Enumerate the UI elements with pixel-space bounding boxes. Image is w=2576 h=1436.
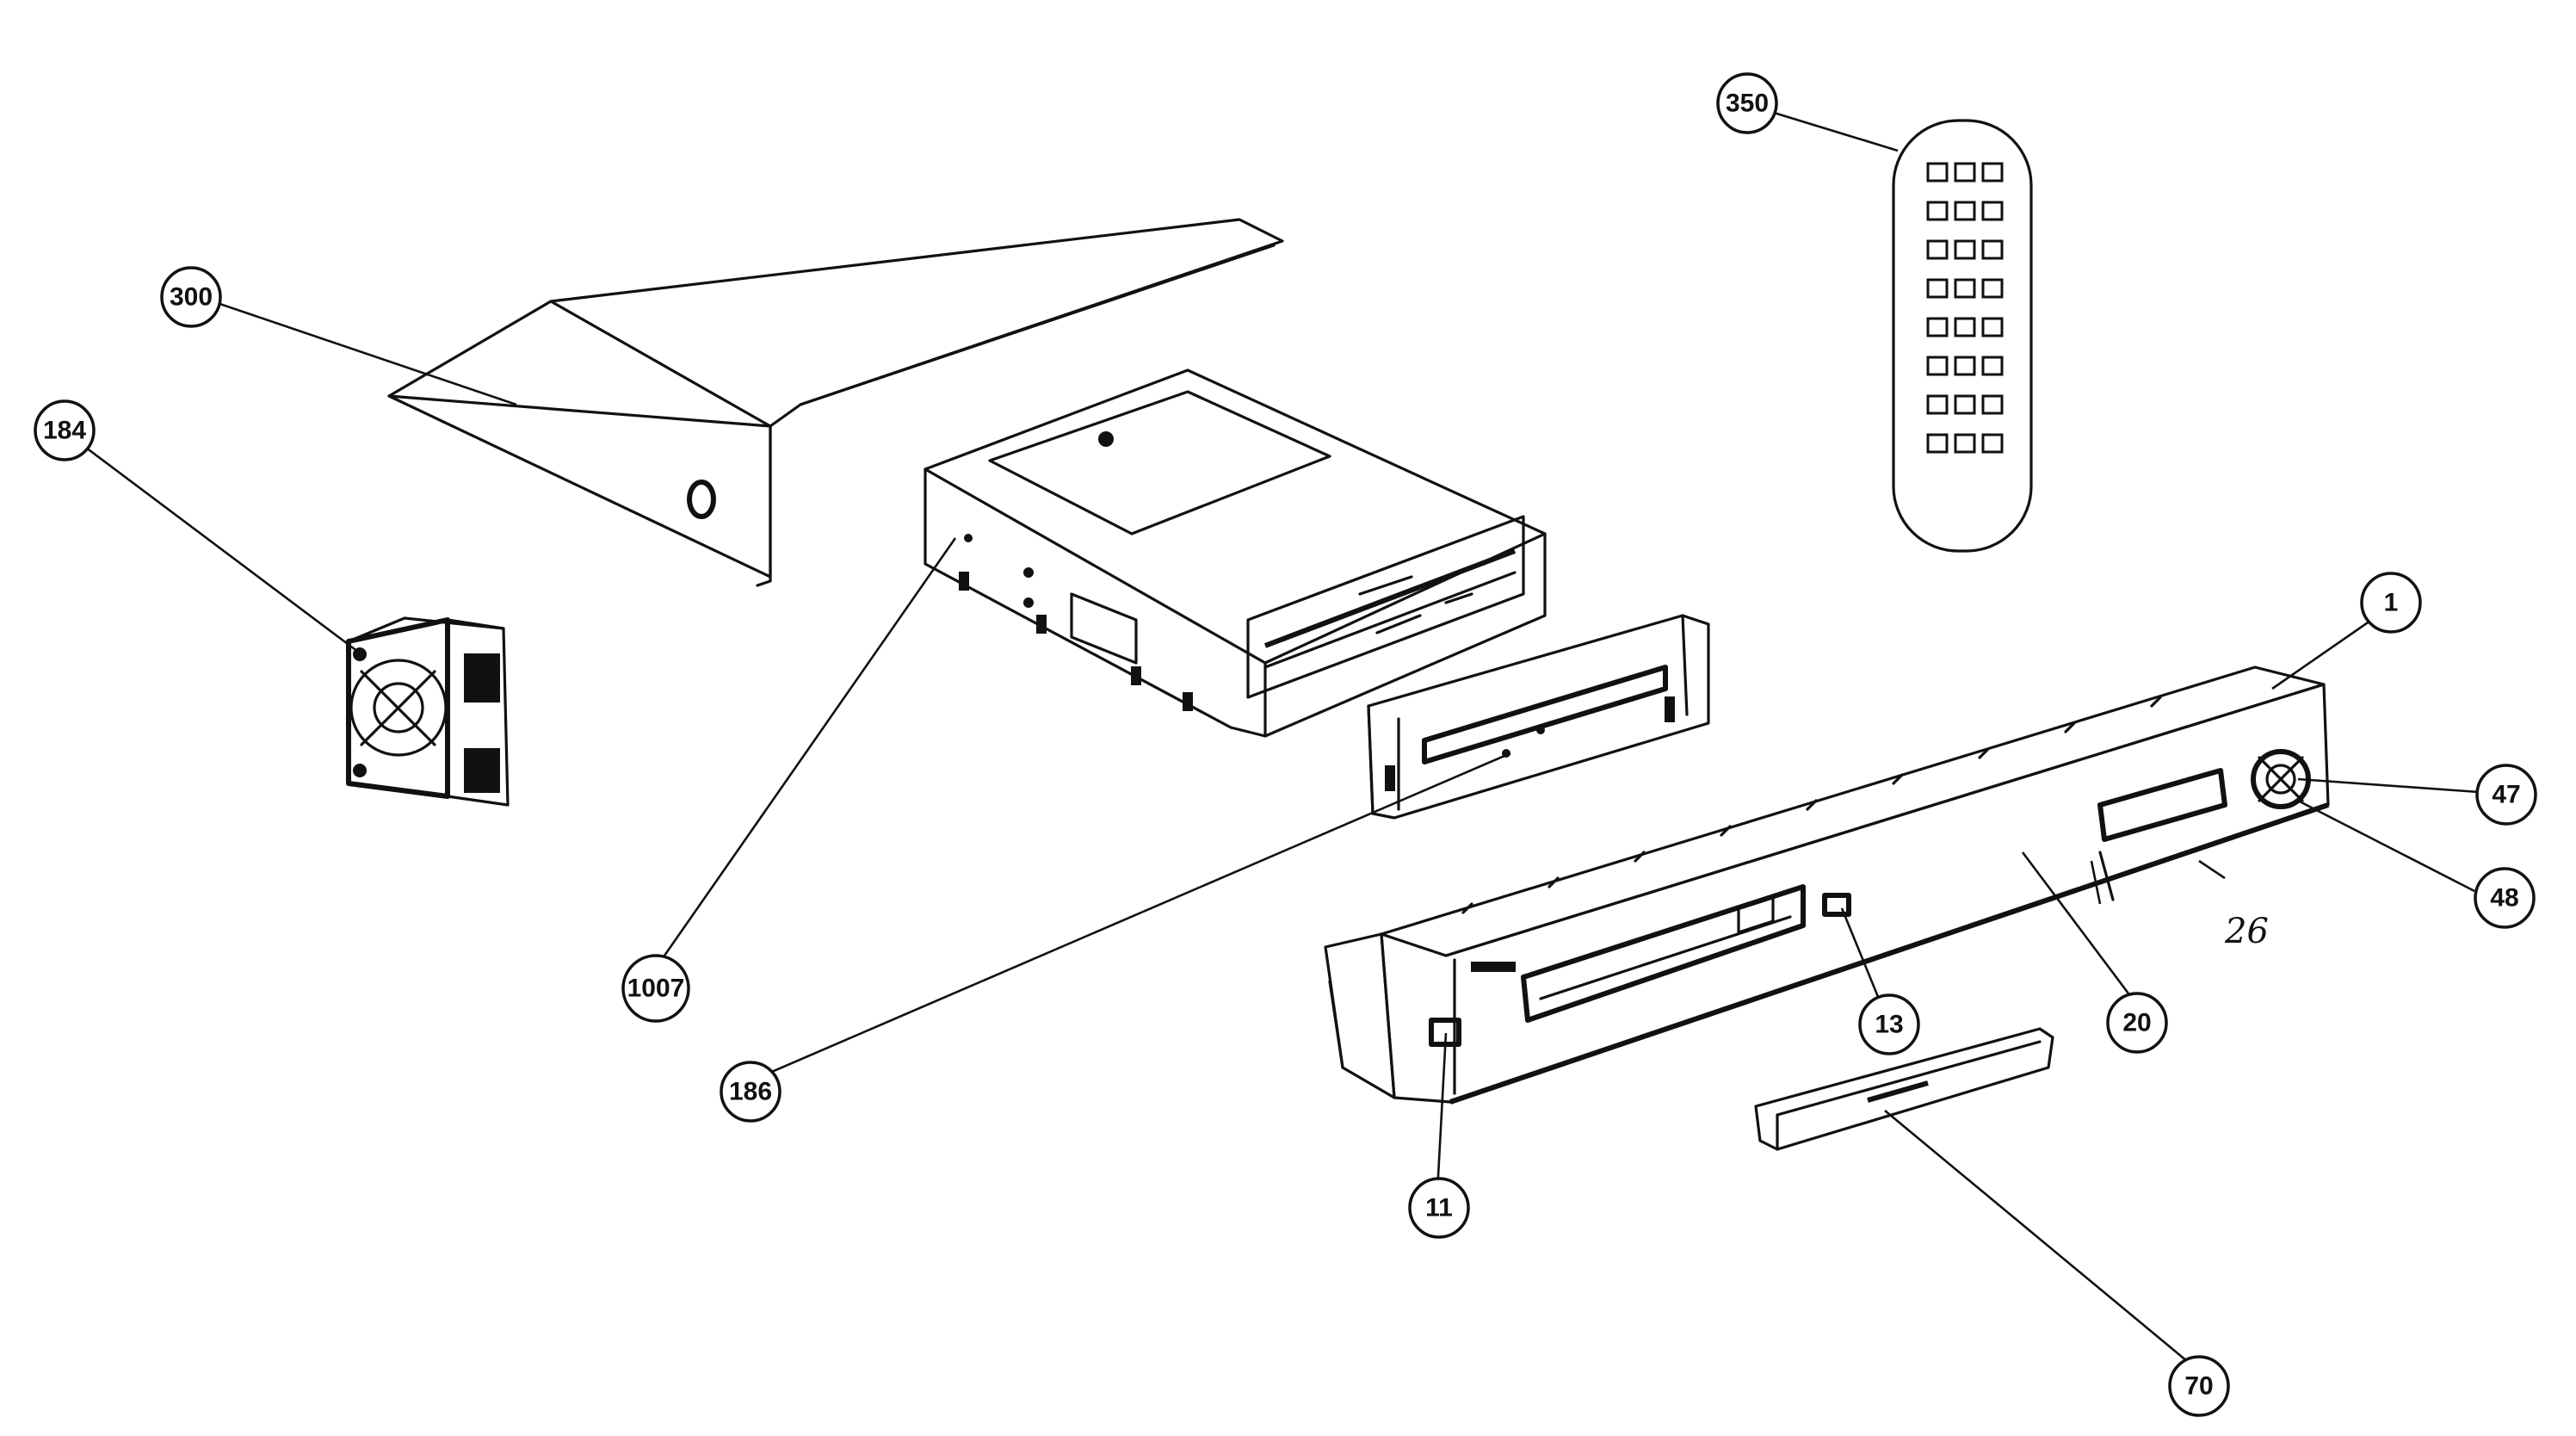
callout-1007: 1007 (621, 954, 690, 1023)
remote-keypad (1926, 162, 2004, 454)
leader-48 (2297, 799, 2475, 893)
callout-186-label: 186 (729, 1078, 772, 1106)
label-26: 26 (2224, 912, 2269, 951)
leader-70 (1884, 1109, 2197, 1371)
callout-300: 300 (160, 266, 222, 328)
callout-70-label: 70 (2184, 1372, 2213, 1401)
part-186-tray-front (1367, 614, 1710, 820)
callout-350: 350 (1716, 72, 1778, 134)
leader-13 (1840, 907, 1884, 1008)
leader-186 (761, 752, 1511, 1078)
leader-184 (68, 433, 362, 656)
callout-20: 20 (2106, 992, 2168, 1054)
leader-350 (1770, 110, 1899, 152)
leader-1 (2271, 610, 2385, 690)
part-300-top-cover (387, 218, 1284, 587)
callout-47: 47 (2475, 764, 2537, 826)
part-1-front-panel (1324, 665, 2330, 1105)
callout-48: 48 (2474, 867, 2536, 929)
callout-47-label: 47 (2492, 781, 2520, 809)
callout-1-label: 1 (2384, 589, 2399, 617)
part-350-remote-control (1892, 119, 2033, 553)
callout-1: 1 (2360, 572, 2422, 634)
callout-13: 13 (1858, 993, 1920, 1055)
leader-11 (1436, 1032, 1448, 1193)
callout-1007-label: 1007 (627, 975, 685, 1003)
part-70-display-strip (1754, 1027, 2054, 1151)
part-1007-drive-loader (924, 368, 1547, 738)
part-184-fan (346, 616, 510, 807)
leader-20 (2021, 851, 2140, 1008)
callout-13-label: 13 (1875, 1011, 1903, 1039)
leader-300 (199, 295, 517, 406)
leader-lines (68, 110, 2480, 1371)
callout-70: 70 (2168, 1355, 2230, 1417)
callout-20-label: 20 (2122, 1009, 2151, 1037)
callout-184-label: 184 (43, 417, 86, 445)
leader-1007 (663, 537, 957, 956)
leader-26 (2198, 859, 2226, 880)
callout-48-label: 48 (2490, 884, 2518, 913)
callout-11-label: 11 (1425, 1194, 1453, 1222)
callout-186: 186 (720, 1061, 781, 1123)
callout-11: 11 (1408, 1177, 1470, 1239)
callout-300-label: 300 (170, 283, 213, 312)
callout-184: 184 (34, 399, 96, 461)
leader-47 (2297, 777, 2480, 794)
callout-350-label: 350 (1726, 90, 1769, 118)
